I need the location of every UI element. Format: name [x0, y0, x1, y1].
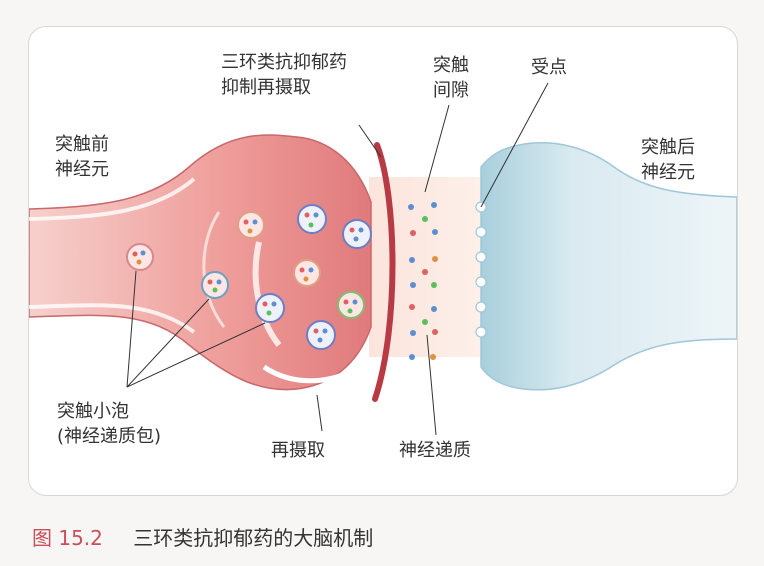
- figure-number: 图 15.2: [32, 526, 103, 550]
- drug-label-line1: 三环类抗抑郁药: [221, 52, 347, 73]
- figure-caption-text: 三环类抗抑郁药的大脑机制: [133, 526, 374, 550]
- presynaptic-label-line2: 神经元: [55, 159, 109, 180]
- presynaptic-neuron: [29, 134, 372, 391]
- leader-lines: [126, 82, 549, 436]
- vesicle: [255, 293, 285, 323]
- cleft-label: 突触 间隙: [433, 53, 469, 103]
- vesicle-label: 突触小泡 (神经递质包): [57, 399, 161, 449]
- vesicle: [201, 271, 229, 299]
- postsynaptic-neuron: [480, 142, 737, 391]
- synaptic-vesicles: [126, 204, 372, 350]
- vesicle: [342, 219, 372, 249]
- neurotransmitter-dots: [408, 202, 438, 360]
- neurotransmitter-label: 神经递质: [399, 438, 471, 463]
- vesicle: [293, 259, 321, 287]
- vesicle: [337, 291, 365, 319]
- membrane-line: [29, 177, 196, 221]
- membrane-line: [252, 241, 282, 347]
- vesicle-label-line2: (神经递质包): [57, 426, 162, 447]
- synapse-diagram: [29, 82, 737, 436]
- membrane-line: [202, 211, 226, 328]
- cleft-label-line2: 间隙: [433, 80, 469, 101]
- cleft-label-line1: 突触: [433, 55, 469, 76]
- membrane-line: [29, 303, 196, 334]
- vesicle-label-line1: 突触小泡: [57, 401, 129, 422]
- drug-label: 三环类抗抑郁药 抑制再摄取: [221, 50, 347, 100]
- reuptake-label: 再摄取: [271, 438, 325, 463]
- receptor-sites: [475, 201, 487, 338]
- neurotransmitter-label-text: 神经递质: [399, 440, 471, 461]
- postsynaptic-label-line1: 突触后: [641, 137, 695, 158]
- figure-panel: 突触前 神经元 突触后 神经元 三环类抗抑郁药 抑制再摄取 突触 间隙 受点 突…: [28, 26, 738, 496]
- reuptake-label-text: 再摄取: [271, 440, 325, 461]
- vesicle: [306, 320, 336, 350]
- postsynaptic-label: 突触后 神经元: [641, 135, 695, 185]
- postsynaptic-label-line2: 神经元: [641, 162, 695, 183]
- membrane-line: [516, 130, 737, 189]
- figure-caption: 图 15.2 三环类抗抑郁药的大脑机制: [32, 522, 373, 551]
- reuptake-blocker: [372, 142, 396, 402]
- vesicle: [126, 243, 154, 271]
- receptor-label-text: 受点: [531, 57, 567, 78]
- presynaptic-label-line1: 突触前: [55, 134, 109, 155]
- receptor-label: 受点: [531, 55, 567, 80]
- drug-label-line2: 抑制再摄取: [221, 77, 311, 98]
- membrane-line: [523, 347, 737, 402]
- presynaptic-label: 突触前 神经元: [55, 132, 109, 182]
- vesicle: [237, 211, 265, 239]
- vesicle: [297, 204, 327, 234]
- membrane-line: [262, 364, 351, 384]
